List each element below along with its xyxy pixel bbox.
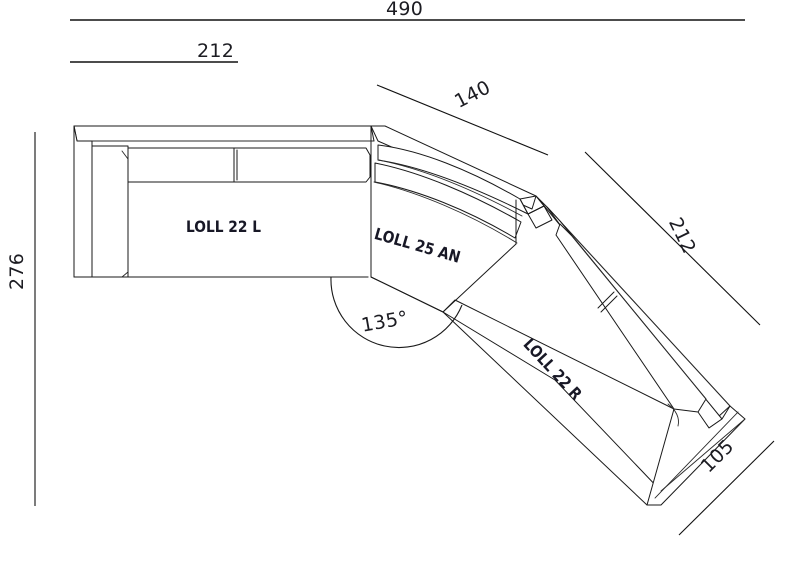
dimension-line-105	[678, 440, 775, 536]
right-cushion-divider-shadow	[600, 295, 618, 313]
dimension-lines	[34, 19, 775, 536]
module-right-loll-22-r	[442, 195, 746, 506]
right-backrest-inner-edge	[546, 206, 731, 407]
right-armrest-inner-line	[660, 418, 746, 492]
corner-back-cushion-inner	[374, 162, 522, 239]
right-cushion-divider	[597, 291, 615, 309]
dimension-line-140	[376, 84, 549, 156]
module-left-loll-22-l	[73, 125, 375, 278]
part-label-left-module: LOLL 22 L	[186, 219, 273, 235]
dimension-label-overall-depth: 276	[6, 252, 28, 290]
dimension-line-212-right	[584, 151, 761, 326]
dimension-label-overall-width: 490	[386, 0, 424, 20]
corner-back-cushion-line-1	[377, 159, 523, 217]
corner-bottom-edge	[370, 276, 444, 313]
right-cushion-inner-line	[571, 235, 707, 400]
module-corner-loll-25-an	[370, 125, 553, 313]
corner-apex-facet-2	[527, 205, 553, 229]
right-armrest-inner-line-2	[654, 411, 739, 499]
left-backrest-band	[73, 125, 375, 142]
angle-arc-group	[330, 276, 463, 349]
left-armrest-inner	[91, 145, 129, 278]
right-front-edge	[442, 311, 648, 506]
dimension-label-left-module-width: 212	[197, 40, 235, 62]
angle-arc-135	[330, 276, 463, 349]
right-armrest-curve	[667, 403, 679, 427]
corner-back-cushion-line-2	[373, 181, 518, 244]
part-label-left-text: LOLL 22 L	[186, 217, 262, 236]
left-armrest-outer	[73, 125, 93, 278]
left-back-cushion-strip	[127, 147, 371, 183]
